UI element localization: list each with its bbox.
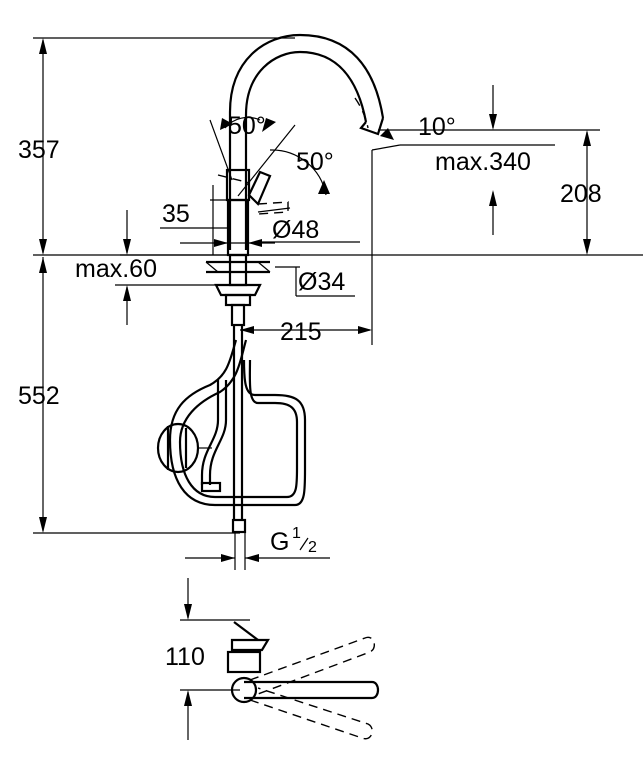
angle-50-top-label: 50° <box>228 112 266 140</box>
dimension-552-label: 552 <box>18 382 60 410</box>
thread-g-label: G <box>270 528 289 556</box>
plan-110-label: 110 <box>165 643 205 671</box>
plan-view <box>180 578 380 740</box>
thread-numerator: 1 <box>292 525 301 542</box>
dimension-35 <box>160 227 275 247</box>
dimension-48 <box>257 207 360 243</box>
thread-fraction-slash <box>299 537 309 551</box>
dimension-34-label: Ø34 <box>298 268 345 296</box>
thread-denominator: 2 <box>308 539 317 556</box>
angle-10-dimension <box>371 85 600 235</box>
deck-mount <box>120 253 300 327</box>
dimension-max-60-label: max.60 <box>75 255 157 283</box>
dimension-215-label: 215 <box>280 318 322 346</box>
lever-handle <box>209 116 330 215</box>
dimension-max-60 <box>115 210 230 325</box>
angle-50-side-label: 50° <box>296 148 334 176</box>
hose-weight <box>156 422 212 474</box>
reach-max-340-label: max.340 <box>435 148 531 176</box>
dimension-48-label: Ø48 <box>272 216 319 244</box>
supply-hoses <box>168 325 307 534</box>
spout <box>228 33 385 250</box>
dimension-215 <box>240 326 372 334</box>
dimension-208 <box>583 130 591 255</box>
thread-dimension <box>185 533 330 570</box>
dimension-35-label: 35 <box>162 200 190 228</box>
dimension-208-label: 208 <box>560 180 602 208</box>
dimension-357-label: 357 <box>18 136 60 164</box>
angle-10-label: 10° <box>418 113 456 141</box>
dimension-34 <box>275 266 355 297</box>
